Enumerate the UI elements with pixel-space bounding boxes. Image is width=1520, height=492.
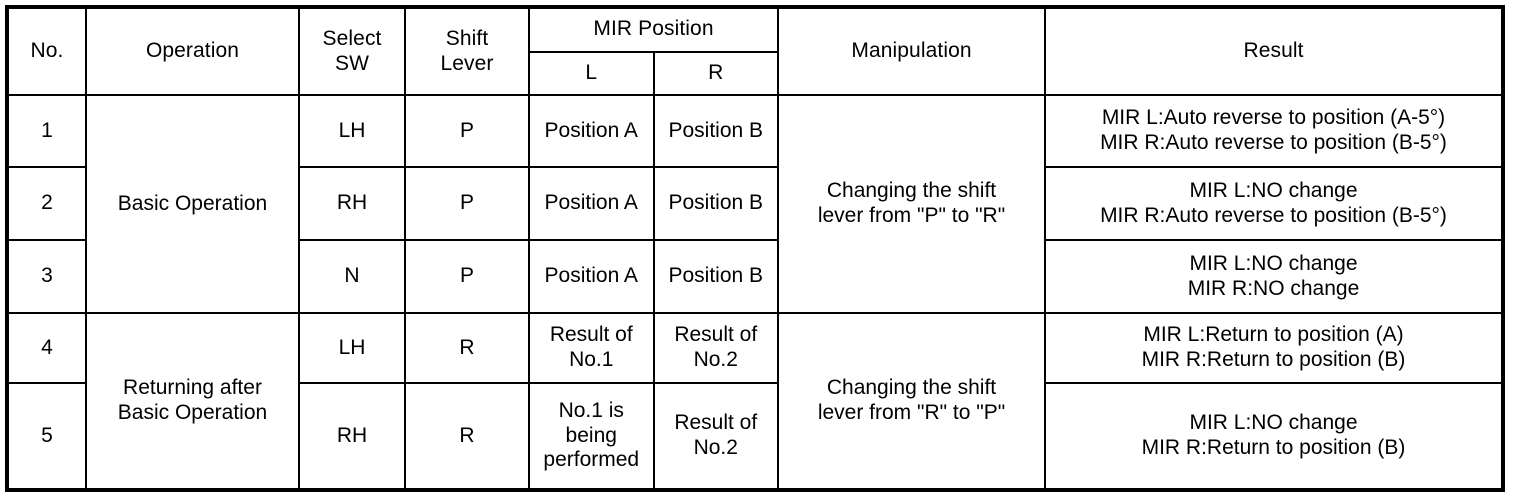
cell-mir-l: No.1 is being performed	[528, 382, 655, 491]
cell-no: 5	[6, 382, 87, 491]
header-mir-r: R	[652, 50, 779, 97]
cell-mir-r: Result of No.2	[652, 312, 779, 384]
cell-result: MIR L:NO change MIR R:Auto reverse to po…	[1044, 166, 1504, 241]
table-row: 5 RH R No.1 is being performed Result of…	[6, 382, 1504, 491]
cell-result: MIR L:NO change MIR R:Return to position…	[1044, 382, 1504, 491]
cell-mir-l: Position A	[528, 94, 655, 168]
cell-result: MIR L:Auto reverse to position (A-5°) MI…	[1044, 94, 1504, 168]
header-operation: Operation	[85, 6, 300, 96]
cell-shift-lever: P	[404, 166, 530, 241]
cell-operation-group: Basic Operation	[85, 94, 300, 314]
table-body: 1 Basic Operation LH P Position A Positi…	[6, 94, 1504, 491]
cell-manipulation-group: Changing the shift lever from "P" to "R"	[777, 94, 1046, 314]
header-no: No.	[6, 6, 87, 96]
cell-no: 3	[6, 239, 87, 314]
header-result: Result	[1044, 6, 1504, 96]
header-mir-position: MIR Position	[528, 6, 779, 53]
cell-select-sw: RH	[298, 382, 406, 491]
cell-no: 1	[6, 94, 87, 168]
table-row: 1 Basic Operation LH P Position A Positi…	[6, 94, 1504, 314]
table-row: 3 N P Position A Position B MIR L:NO cha…	[6, 239, 1504, 314]
header-shift-lever: Shift Lever	[404, 6, 530, 96]
cell-operation-group: Returning after Basic Operation	[85, 312, 300, 491]
cell-no: 2	[6, 166, 87, 241]
mir-operation-table: No. Operation Select SW Shift Lever MIR …	[5, 5, 1505, 492]
header-mir-l: L	[528, 50, 655, 97]
cell-select-sw: LH	[298, 312, 406, 384]
cell-select-sw: LH	[298, 94, 406, 168]
cell-manipulation-group: Changing the shift lever from "R" to "P"	[777, 312, 1046, 491]
cell-mir-l: Position A	[528, 166, 655, 241]
table-row: 2 RH P Position A Position B MIR L:NO ch…	[6, 166, 1504, 241]
cell-mir-r: Position B	[652, 166, 779, 241]
spec-table-container: No. Operation Select SW Shift Lever MIR …	[5, 5, 1505, 492]
cell-mir-r: Position B	[652, 239, 779, 314]
cell-shift-lever: P	[404, 239, 530, 314]
cell-mir-l: Position A	[528, 239, 655, 314]
cell-result: MIR L:NO change MIR R:NO change	[1044, 239, 1504, 314]
header-row-primary: No. Operation Select SW Shift Lever MIR …	[6, 6, 1504, 96]
table-row: 4 Returning after Basic Operation LH R R…	[6, 312, 1504, 491]
cell-result: MIR L:Return to position (A) MIR R:Retur…	[1044, 312, 1504, 384]
cell-shift-lever: R	[404, 312, 530, 384]
cell-select-sw: N	[298, 239, 406, 314]
header-select-sw: Select SW	[298, 6, 406, 96]
cell-mir-r: Result of No.2	[652, 382, 779, 491]
cell-mir-r: Position B	[652, 94, 779, 168]
cell-shift-lever: P	[404, 94, 530, 168]
cell-no: 4	[6, 312, 87, 384]
table-header: No. Operation Select SW Shift Lever MIR …	[6, 6, 1504, 97]
cell-select-sw: RH	[298, 166, 406, 241]
header-row-secondary: L R	[7, 50, 1503, 97]
header-manipulation: Manipulation	[777, 6, 1046, 96]
cell-mir-l: Result of No.1	[528, 312, 655, 384]
cell-shift-lever: R	[404, 382, 530, 491]
